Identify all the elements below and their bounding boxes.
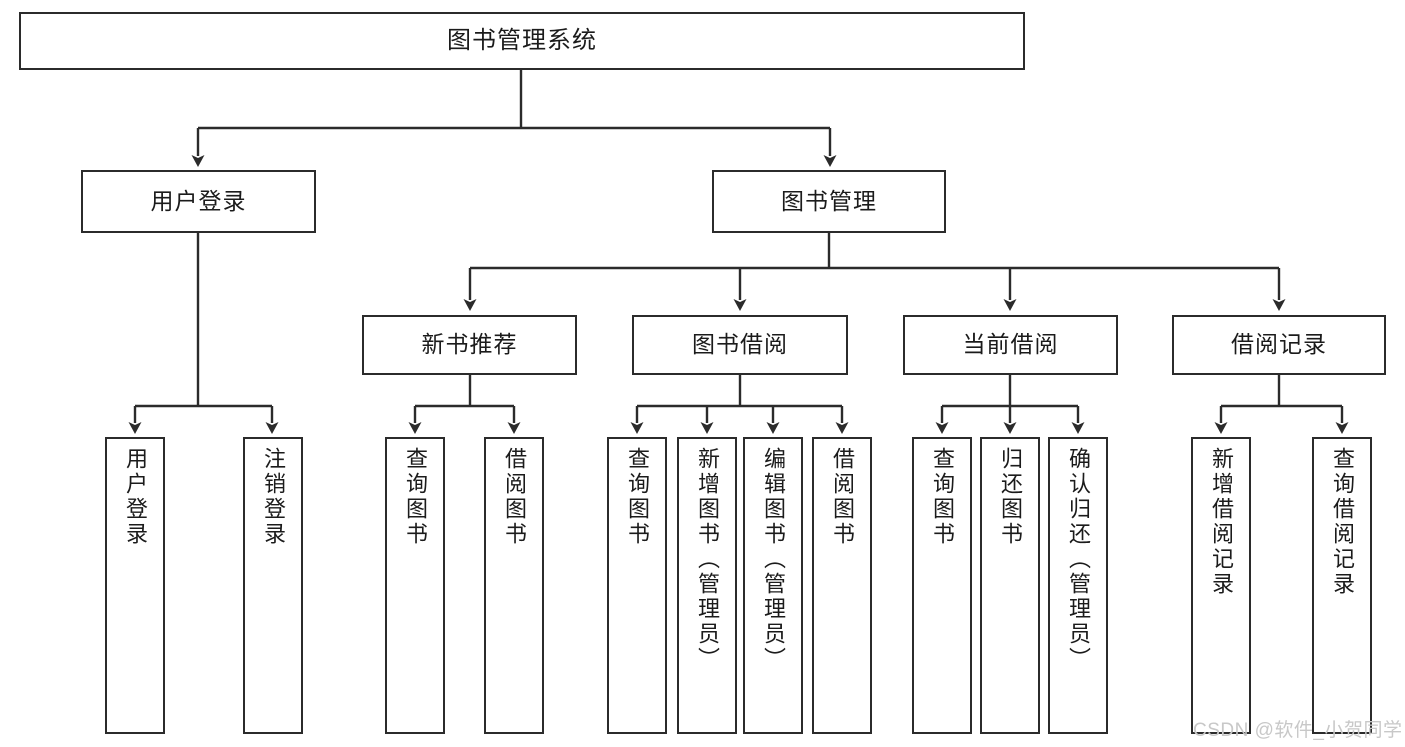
- leaf-borrow-book-recommend[interactable]: 借阅图书: [484, 437, 544, 734]
- node-current-borrow[interactable]: 当前借阅: [903, 315, 1118, 375]
- node-label: 借阅记录: [1231, 331, 1327, 358]
- node-label: 查询图书: [403, 447, 428, 547]
- leaf-add-borrow-record[interactable]: 新增借阅记录: [1191, 437, 1251, 734]
- leaf-query-book-borrow[interactable]: 查询图书: [607, 437, 667, 734]
- node-label: 图书管理系统: [447, 26, 597, 54]
- leaf-add-book[interactable]: 新增图书（管理员）: [677, 437, 737, 734]
- leaf-query-book-recommend[interactable]: 查询图书: [385, 437, 445, 734]
- node-label: 归还图书: [998, 447, 1023, 547]
- node-label: 确认归还（管理员）: [1066, 447, 1091, 672]
- leaf-return-book[interactable]: 归还图书: [980, 437, 1040, 734]
- node-label: 图书借阅: [692, 331, 788, 358]
- leaf-edit-book[interactable]: 编辑图书（管理员）: [743, 437, 803, 734]
- leaf-user-logout[interactable]: 注销登录: [243, 437, 303, 734]
- node-label: 查询借阅记录: [1330, 447, 1355, 597]
- node-book-management[interactable]: 图书管理: [712, 170, 946, 233]
- node-label: 新增图书（管理员）: [695, 447, 720, 672]
- node-label: 编辑图书（管理员）: [761, 447, 786, 672]
- leaf-query-borrow-record[interactable]: 查询借阅记录: [1312, 437, 1372, 734]
- leaf-query-book-current[interactable]: 查询图书: [912, 437, 972, 734]
- leaf-confirm-return[interactable]: 确认归还（管理员）: [1048, 437, 1108, 734]
- node-book-borrow[interactable]: 图书借阅: [632, 315, 848, 375]
- node-label: 借阅图书: [502, 447, 527, 547]
- csdn-watermark: CSDN @软件_小贺同学: [1193, 720, 1403, 741]
- node-label: 新书推荐: [421, 331, 518, 358]
- leaf-user-login[interactable]: 用户登录: [105, 437, 165, 734]
- node-label: 查询图书: [930, 447, 955, 547]
- node-label: 查询图书: [625, 447, 650, 547]
- node-label: 用户登录: [123, 447, 148, 547]
- node-label: 用户登录: [150, 187, 247, 214]
- node-label: 借阅图书: [830, 447, 855, 547]
- node-label: 当前借阅: [962, 331, 1059, 358]
- node-root-system[interactable]: 图书管理系统: [19, 12, 1025, 70]
- node-label: 新增借阅记录: [1209, 447, 1234, 597]
- node-user-login[interactable]: 用户登录: [81, 170, 316, 233]
- node-label: 注销登录: [261, 447, 286, 547]
- leaf-borrow-book[interactable]: 借阅图书: [812, 437, 872, 734]
- node-borrow-record[interactable]: 借阅记录: [1172, 315, 1386, 375]
- node-new-book-recommend[interactable]: 新书推荐: [362, 315, 577, 375]
- node-label: 图书管理: [781, 187, 877, 214]
